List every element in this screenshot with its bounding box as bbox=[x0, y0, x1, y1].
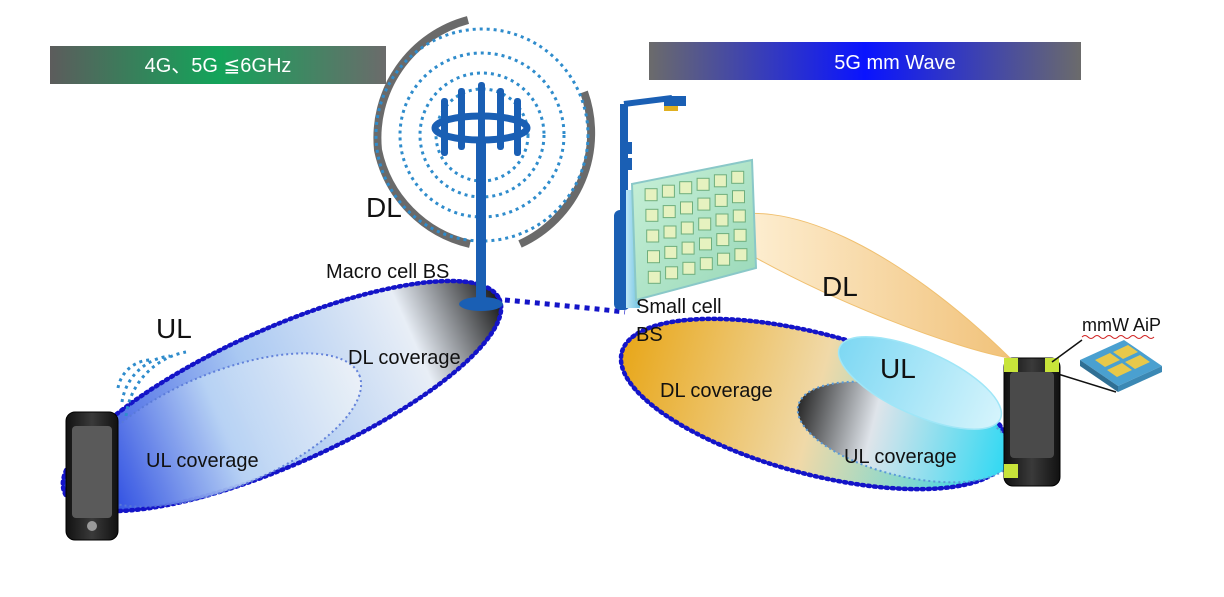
backhaul-link bbox=[504, 297, 626, 315]
macro-dl-label: DL bbox=[366, 192, 402, 223]
left-phone-icon bbox=[65, 411, 119, 541]
antenna-element bbox=[733, 228, 747, 242]
mm-ul-beam bbox=[837, 336, 1003, 430]
right-phone-icon bbox=[1003, 357, 1061, 487]
antenna-element bbox=[664, 245, 678, 259]
antenna-element bbox=[698, 217, 712, 231]
antenna-element bbox=[680, 201, 693, 215]
antenna-element bbox=[647, 270, 661, 284]
antenna-element bbox=[697, 197, 711, 211]
antenna-element bbox=[662, 205, 676, 219]
antenna-element bbox=[734, 248, 748, 262]
antenna-element bbox=[732, 190, 745, 204]
macro-bs-label: Macro cell BS bbox=[326, 261, 449, 283]
antenna-element bbox=[682, 261, 696, 275]
antenna-element bbox=[647, 250, 660, 264]
macro-ul-coverage-label: UL coverage bbox=[146, 450, 259, 472]
left-header-text: 4G、5G ≦6GHz bbox=[145, 55, 292, 77]
macro-dl-coverage-label: DL coverage bbox=[348, 347, 461, 369]
antenna-element bbox=[663, 225, 677, 239]
antenna-element bbox=[665, 266, 679, 280]
mm-ul-coverage-label: UL coverage bbox=[844, 446, 957, 468]
mm-antenna-panel-icon bbox=[626, 158, 758, 308]
aip-module-icon bbox=[1051, 339, 1162, 393]
right-header-bar: 5G mm Wave bbox=[649, 42, 1081, 80]
antenna-element bbox=[645, 208, 659, 222]
macro-radiation-rings bbox=[373, 16, 596, 248]
right-header-text: 5G mm Wave bbox=[834, 52, 956, 74]
antenna-element bbox=[680, 221, 694, 235]
antenna-element bbox=[714, 193, 728, 207]
aip-label: mmW AiP bbox=[1082, 315, 1161, 335]
mm-dl-coverage-label: DL coverage bbox=[660, 380, 773, 402]
antenna-element bbox=[699, 237, 712, 251]
small-bs-label-line2: BS bbox=[636, 324, 663, 346]
antenna-element bbox=[713, 174, 727, 188]
mm-dl-label: DL bbox=[822, 271, 858, 302]
ul-wave-arcs bbox=[116, 350, 187, 417]
antenna-element bbox=[715, 213, 729, 227]
antenna-element bbox=[716, 233, 730, 247]
antenna-element bbox=[717, 252, 731, 266]
aip-label-underline bbox=[1081, 335, 1155, 339]
antenna-element bbox=[731, 170, 745, 184]
antenna-element bbox=[699, 257, 713, 271]
antenna-element bbox=[646, 229, 660, 243]
antenna-element bbox=[679, 181, 693, 195]
antenna-element bbox=[696, 177, 710, 191]
panel-elements bbox=[644, 170, 748, 284]
left-header-bar: 4G、5G ≦6GHz bbox=[50, 46, 386, 84]
antenna-element bbox=[681, 241, 695, 255]
antenna-element bbox=[644, 188, 658, 202]
antenna-element bbox=[732, 209, 746, 223]
macro-cell-tower-icon bbox=[431, 82, 531, 311]
antenna-element bbox=[661, 184, 675, 198]
macro-ul-label: UL bbox=[156, 313, 192, 344]
small-bs-label-line1: Small cell bbox=[636, 296, 722, 318]
mm-ul-label: UL bbox=[880, 353, 916, 384]
